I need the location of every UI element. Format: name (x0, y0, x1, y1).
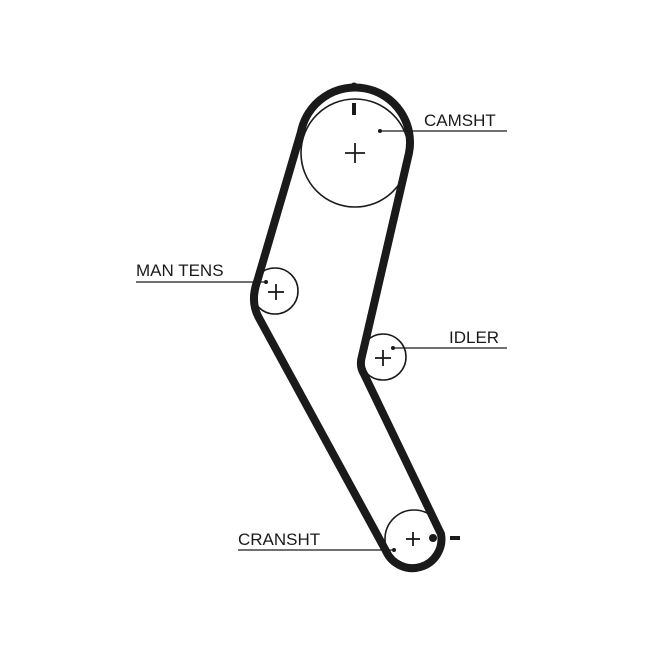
crankshaft-leader (238, 548, 396, 552)
crankshaft-timing-tick (450, 536, 460, 540)
manual-tensioner-label: MAN TENS (136, 261, 224, 280)
idler-center-mark (375, 350, 391, 366)
tensioner-center-mark (268, 284, 284, 300)
camshaft-center-mark (345, 143, 365, 163)
camshaft-timing-tick (352, 103, 356, 115)
tensioner-leader (136, 280, 268, 284)
camshaft-leader (378, 129, 507, 133)
camshaft-label: CAMSHT (424, 111, 496, 130)
timing-belt (250, 83, 446, 573)
camshaft-timing-dot (350, 82, 358, 90)
crankshaft-timing-dot (429, 534, 437, 542)
crankshaft-label: CRANSHT (238, 530, 320, 549)
idler-label: IDLER (449, 328, 499, 347)
idler-leader (391, 346, 507, 350)
crankshaft-center-mark (406, 532, 420, 546)
